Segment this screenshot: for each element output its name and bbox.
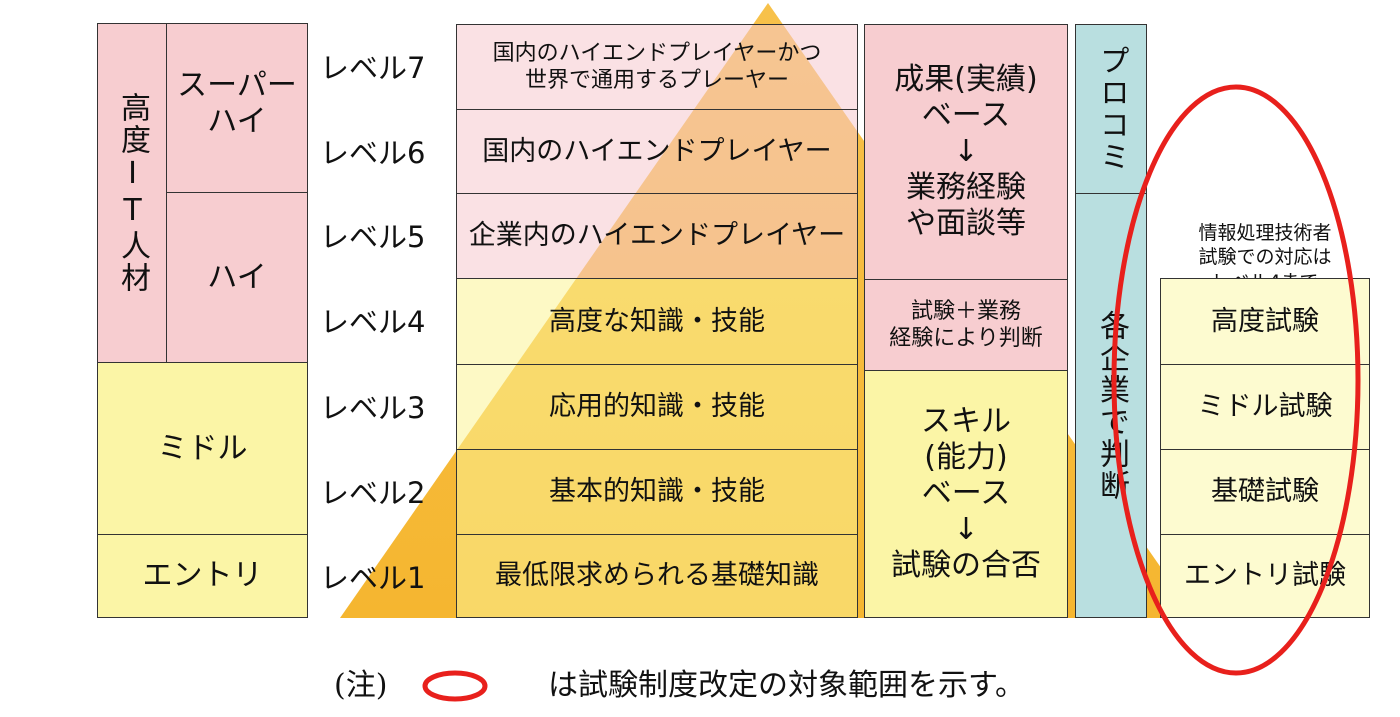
footnote-prefix: (注) (334, 668, 388, 703)
band-level-7: 国内のハイエンドプレイヤーかつ 世界で通用するプレーヤー (456, 24, 858, 110)
pro-community-cell: プロコミ (1075, 24, 1147, 194)
band-level-4: 高度な知識・技能 (456, 278, 858, 365)
advanced-it-talent-label: 高度IT人材 (97, 23, 167, 363)
level-1-label: レベル1 (320, 561, 426, 595)
level-2-label: レベル2 (320, 476, 426, 510)
level-3-label: レベル3 (320, 391, 426, 425)
level-4-label: レベル4 (320, 305, 426, 339)
band-level-2: 基本的知識・技能 (456, 449, 858, 535)
entry-label: エントリ (97, 534, 308, 618)
high-label: ハイ (166, 192, 308, 363)
middle-label: ミドル (97, 362, 308, 535)
band-level-1: 最低限求められる基礎知識 (456, 534, 858, 618)
entry-exam-cell: エントリ試験 (1160, 534, 1370, 618)
legend-ring-icon (422, 670, 488, 702)
super-high-label: スーパー ハイ (166, 23, 308, 193)
band-level-3: 応用的知識・技能 (456, 364, 858, 450)
level-7-label: レベル7 (320, 51, 426, 85)
level-6-label: レベル6 (320, 136, 426, 170)
band-level-6: 国内のハイエンドプレイヤー (456, 109, 858, 194)
level-5-label: レベル5 (320, 220, 426, 254)
skill-base-cell: スキル (能力) ベース ↓ 試験の合否 (864, 370, 1068, 618)
footnote-text: は試験制度改定の対象範囲を示す。 (548, 668, 1025, 703)
basic-exam-cell: 基礎試験 (1160, 449, 1370, 535)
outcome-base-cell: 成果(実績) ベース ↓ 業務経験 や面談等 (864, 24, 1068, 280)
advanced-exam-cell: 高度試験 (1160, 278, 1370, 365)
band-level-5: 企業内のハイエンドプレイヤー (456, 193, 858, 279)
exam-plus-work-cell: 試験＋業務 経験により判断 (864, 279, 1068, 371)
